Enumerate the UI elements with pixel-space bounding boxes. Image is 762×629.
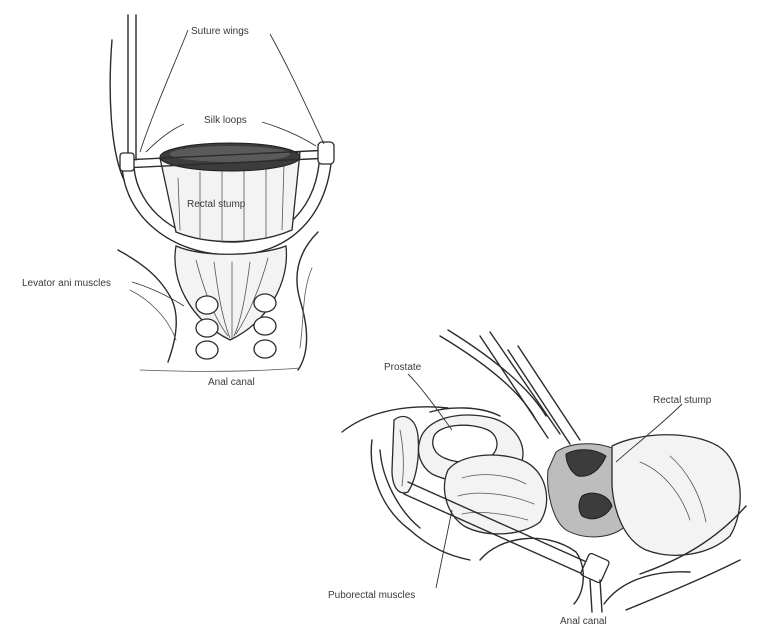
label-suture-wings: Suture wings	[191, 26, 249, 37]
label-prostate: Prostate	[384, 362, 422, 373]
perineal-view-drawing	[110, 15, 334, 371]
label-rectal-stump-bottom: Rectal stump	[653, 395, 712, 406]
label-rectal-stump-top: Rectal stump	[187, 199, 246, 210]
label-puborectal: Puborectal muscles	[328, 590, 415, 601]
label-anal-canal-bottom: Anal canal	[560, 616, 607, 627]
label-levator-ani: Levator ani muscles	[22, 278, 111, 289]
label-silk-loops: Silk loops	[204, 115, 247, 126]
label-anal-canal-top: Anal canal	[208, 377, 255, 388]
